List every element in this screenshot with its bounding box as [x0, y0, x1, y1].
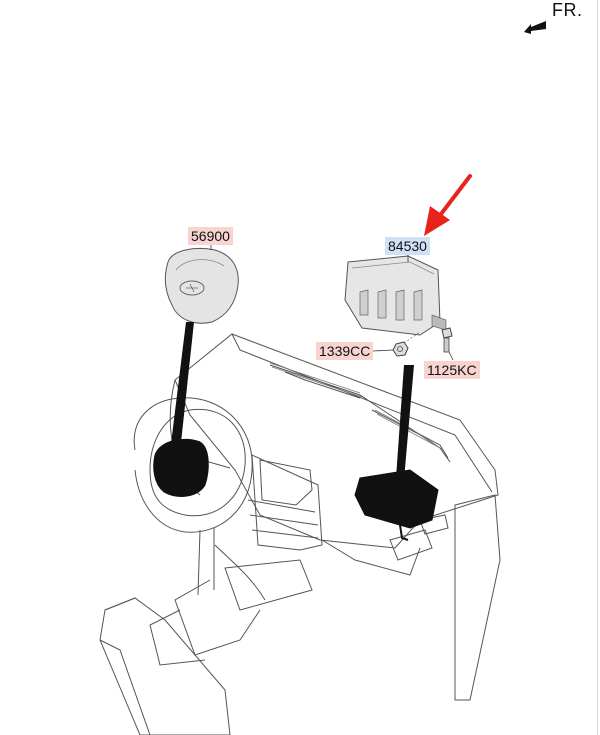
red-pointer-arrow-icon [424, 174, 472, 236]
part-label-84530: 84530 [385, 237, 430, 255]
nut-icon [392, 331, 421, 357]
callout-leaders [210, 245, 454, 361]
passenger-airbag-connector [399, 524, 409, 541]
part-label-1339CC: 1339CC [316, 342, 374, 360]
passenger-airbag-installed-icon [354, 469, 439, 529]
passenger-airbag-module-icon [344, 255, 447, 336]
orientation-indicator: FR. [522, 0, 592, 36]
direction-arrow-icon [524, 21, 546, 34]
driver-airbag-module-icon [164, 248, 239, 324]
frame-border [597, 0, 598, 735]
driver-leader-band [170, 322, 194, 452]
part-label-1125KC: 1125KC [424, 361, 480, 379]
dashboard-outline [99, 333, 501, 735]
passenger-leader-band [396, 365, 414, 480]
orientation-label: FR. [552, 0, 583, 20]
part-label-56900: 56900 [188, 227, 233, 245]
bolt-icon [441, 327, 453, 353]
driver-airbag-installed-icon [153, 438, 209, 497]
